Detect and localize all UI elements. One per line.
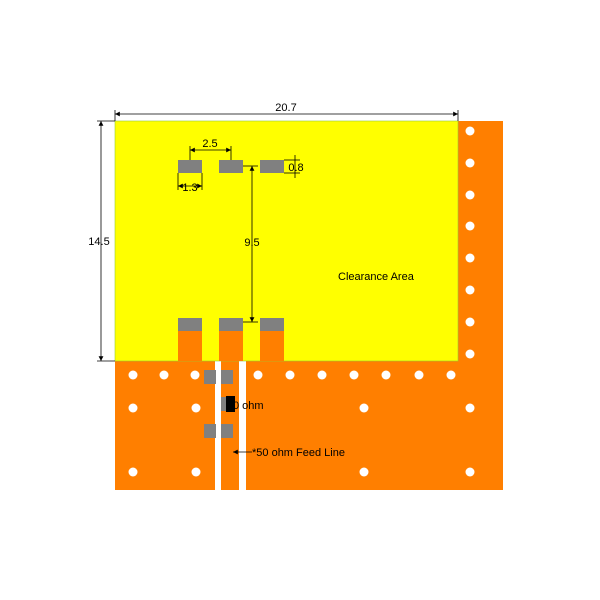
clearance-area: [114, 120, 459, 362]
pads: [178, 160, 284, 438]
ground-plane-bottom-right: [246, 361, 503, 490]
pitch-label: 2.5: [202, 138, 217, 150]
feed-pad-right-1: [221, 370, 233, 384]
via-hole-21: [359, 403, 369, 413]
via-hole-10: [159, 370, 169, 380]
pad-height-label: 0.8: [288, 162, 303, 174]
via-hole-8: [465, 349, 475, 359]
top-pad-3: [260, 160, 284, 173]
ground-plane: [115, 121, 503, 490]
bottom-pad-3: [260, 318, 284, 331]
feed-pad-left-1: [204, 370, 216, 384]
via-hole-25: [359, 467, 369, 477]
via-hole-9: [128, 370, 138, 380]
via-holes: [128, 126, 475, 477]
via-hole-20: [191, 403, 201, 413]
resistor-label: 0 ohm: [233, 400, 264, 412]
via-hole-23: [128, 467, 138, 477]
top-pad-2: [219, 160, 243, 173]
feed-pad-right-2: [221, 424, 233, 438]
top-pad-1: [178, 160, 202, 173]
height-label: 14.5: [88, 236, 109, 248]
via-hole-11: [190, 370, 200, 380]
bottom-pad-1: [178, 318, 202, 331]
via-hole-15: [349, 370, 359, 380]
via-hole-18: [446, 370, 456, 380]
via-hole-17: [414, 370, 424, 380]
via-hole-26: [465, 467, 475, 477]
via-hole-22: [465, 403, 475, 413]
via-hole-6: [465, 285, 475, 295]
via-hole-3: [465, 190, 475, 200]
via-hole-5: [465, 253, 475, 263]
bottom-pad-2: [219, 318, 243, 331]
dimension-lines: [97, 110, 459, 455]
via-hole-4: [465, 221, 475, 231]
vertical-spacing-label: 9.5: [244, 237, 259, 249]
via-hole-1: [465, 126, 475, 136]
feed-line-label: *50 ohm Feed Line: [252, 447, 345, 459]
pad-width-label: 1.3: [182, 182, 197, 194]
via-hole-13: [285, 370, 295, 380]
feed-pad-left-2: [204, 424, 216, 438]
via-hole-14: [317, 370, 327, 380]
via-hole-7: [465, 317, 475, 327]
via-hole-16: [381, 370, 391, 380]
via-hole-12: [253, 370, 263, 380]
clearance-area-label: Clearance Area: [338, 271, 415, 283]
via-hole-24: [191, 467, 201, 477]
via-hole-2: [465, 158, 475, 168]
width-label: 20.7: [275, 102, 296, 114]
ground-plane-right-strip: [458, 121, 503, 363]
via-hole-19: [128, 403, 138, 413]
